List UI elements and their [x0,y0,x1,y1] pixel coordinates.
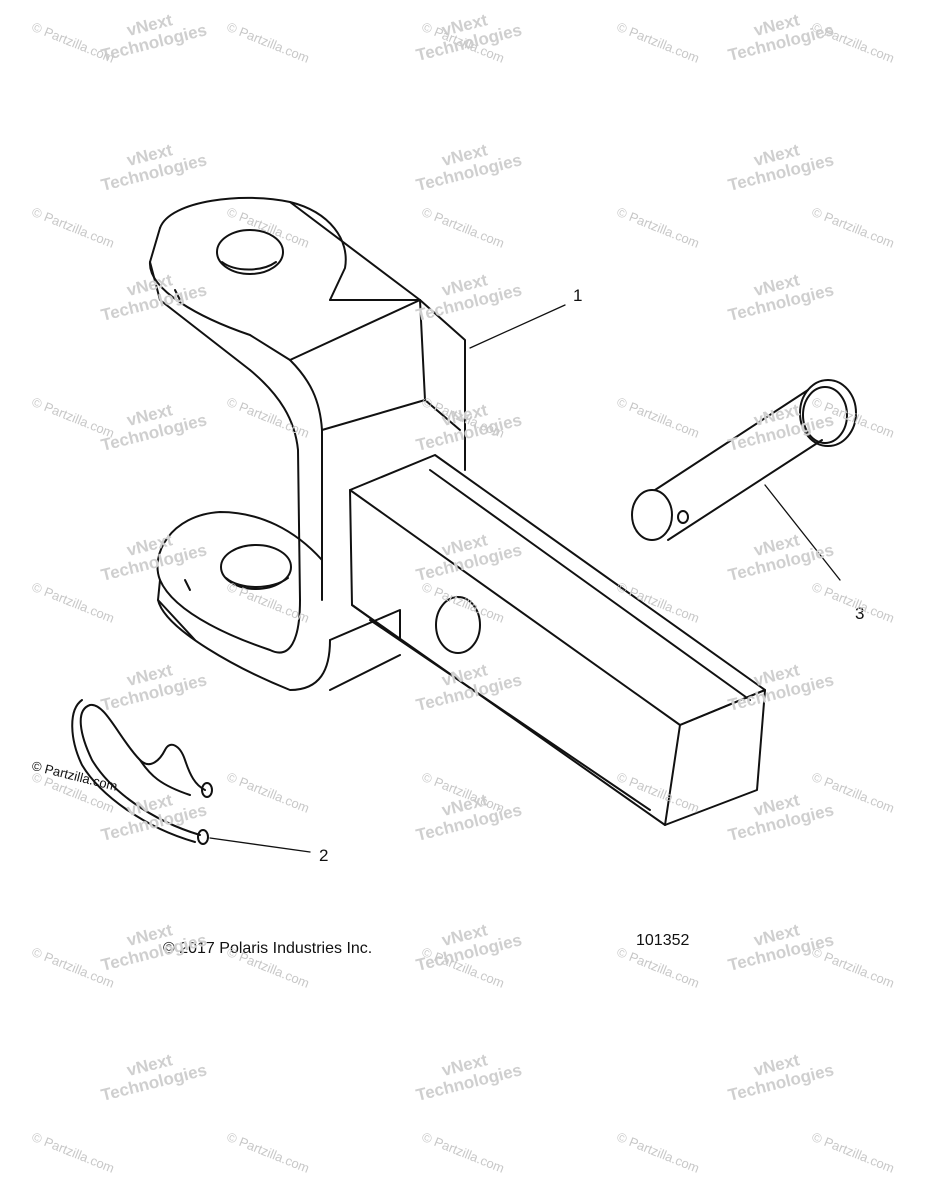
callout-2: 2 [319,846,329,865]
callout-3: 3 [855,604,865,623]
hitch-bracket-part-1 [148,196,466,691]
receiver-tube [349,454,766,826]
hairpin-clip-part-2 [71,699,311,853]
hitch-pin-part-3 [631,379,857,581]
copyright-text: © 2017 Polaris Industries Inc. [163,940,373,957]
callout-1: 1 [573,286,583,305]
figure-number: 101352 [636,932,690,949]
